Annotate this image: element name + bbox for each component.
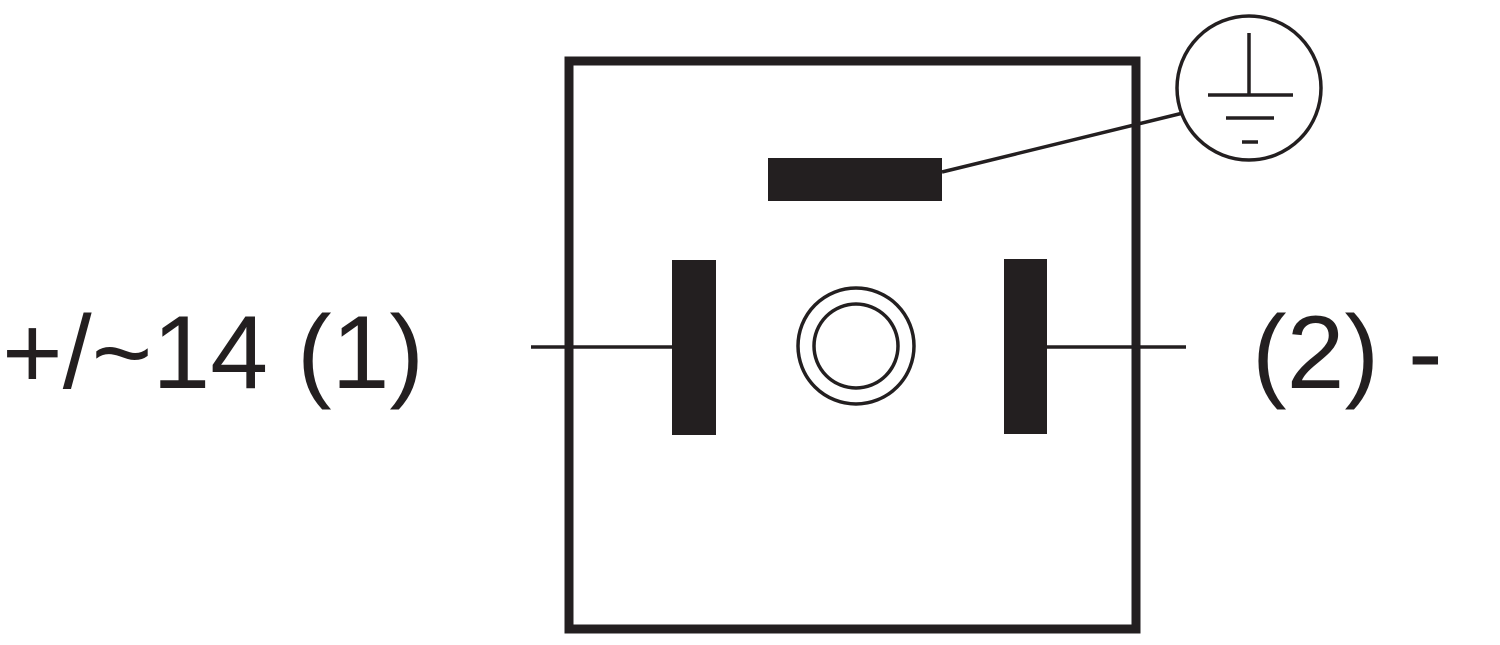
ground-leader-line: [941, 111, 1184, 174]
pin-1-contact: [672, 260, 716, 435]
center-screw-hole: [796, 286, 916, 406]
ground-contact: [768, 158, 942, 201]
pin-1-label: +/~14 (1): [2, 295, 424, 411]
pin-2-contact: [1004, 259, 1047, 434]
connector-housing: [564, 56, 1141, 634]
protective-earth-icon: [1175, 14, 1323, 162]
pin-2-label: (2) -: [1252, 295, 1443, 411]
